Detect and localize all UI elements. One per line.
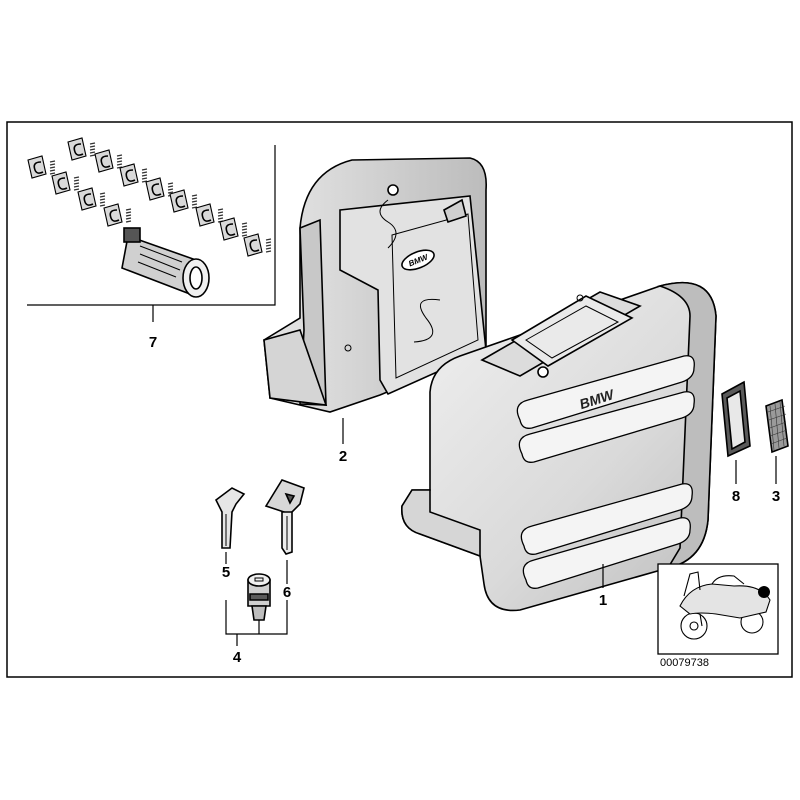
- lock-spring: [116, 154, 123, 169]
- lock-clip: [67, 137, 96, 161]
- lock-clip: [27, 155, 56, 179]
- lock-spring: [73, 176, 80, 191]
- lock-spring: [49, 160, 56, 175]
- lock-spring: [241, 222, 248, 237]
- location-thumbnail: 00079738: [657, 563, 779, 669]
- callout-2: 2: [339, 448, 347, 465]
- key-blank: [214, 487, 246, 549]
- lock-clip: [51, 171, 80, 195]
- callout-4: 4: [233, 649, 242, 666]
- inner-case: BMW: [263, 157, 487, 413]
- lock-bracket: [225, 600, 288, 646]
- lock-spring: [191, 194, 198, 209]
- lock-clip: [145, 177, 174, 201]
- diagram-frame: [6, 121, 793, 678]
- lock-clip: [119, 163, 148, 187]
- lock-spring: [89, 142, 96, 157]
- lock-spring: [265, 238, 272, 253]
- inner-case-badge: BMW: [401, 249, 435, 271]
- reflector-frame: [721, 380, 751, 458]
- callout-7: 7: [149, 334, 157, 351]
- lock-clip-array: [27, 137, 272, 257]
- callout-5: 5: [222, 564, 230, 581]
- lock-clip: [94, 149, 123, 173]
- lock-clip: [77, 187, 106, 211]
- lock-cylinder-barrel: [121, 227, 210, 298]
- main-case: BMW: [401, 281, 717, 612]
- lock-set-group: [27, 137, 276, 322]
- lock-spring: [125, 208, 132, 223]
- lock-clip: [243, 233, 272, 257]
- lock-clip: [195, 203, 224, 227]
- lock-spring: [141, 168, 148, 183]
- reflector: [765, 398, 789, 454]
- reference-number: 00079738: [660, 657, 709, 669]
- lock-spring: [167, 182, 174, 197]
- location-marker: [758, 586, 770, 598]
- lock-spring: [99, 192, 106, 207]
- lock-spring: [217, 208, 224, 223]
- lock-cylinder: [247, 573, 271, 621]
- key-with-head: [264, 479, 305, 555]
- lock-set-bracket: [27, 145, 276, 306]
- lock-clip: [169, 189, 198, 213]
- lock-clip: [103, 203, 132, 227]
- callout-3: 3: [772, 488, 780, 505]
- callout-6: 6: [283, 584, 291, 601]
- callout-8: 8: [732, 488, 740, 505]
- lock-clip: [219, 217, 248, 241]
- callout-1: 1: [599, 592, 607, 609]
